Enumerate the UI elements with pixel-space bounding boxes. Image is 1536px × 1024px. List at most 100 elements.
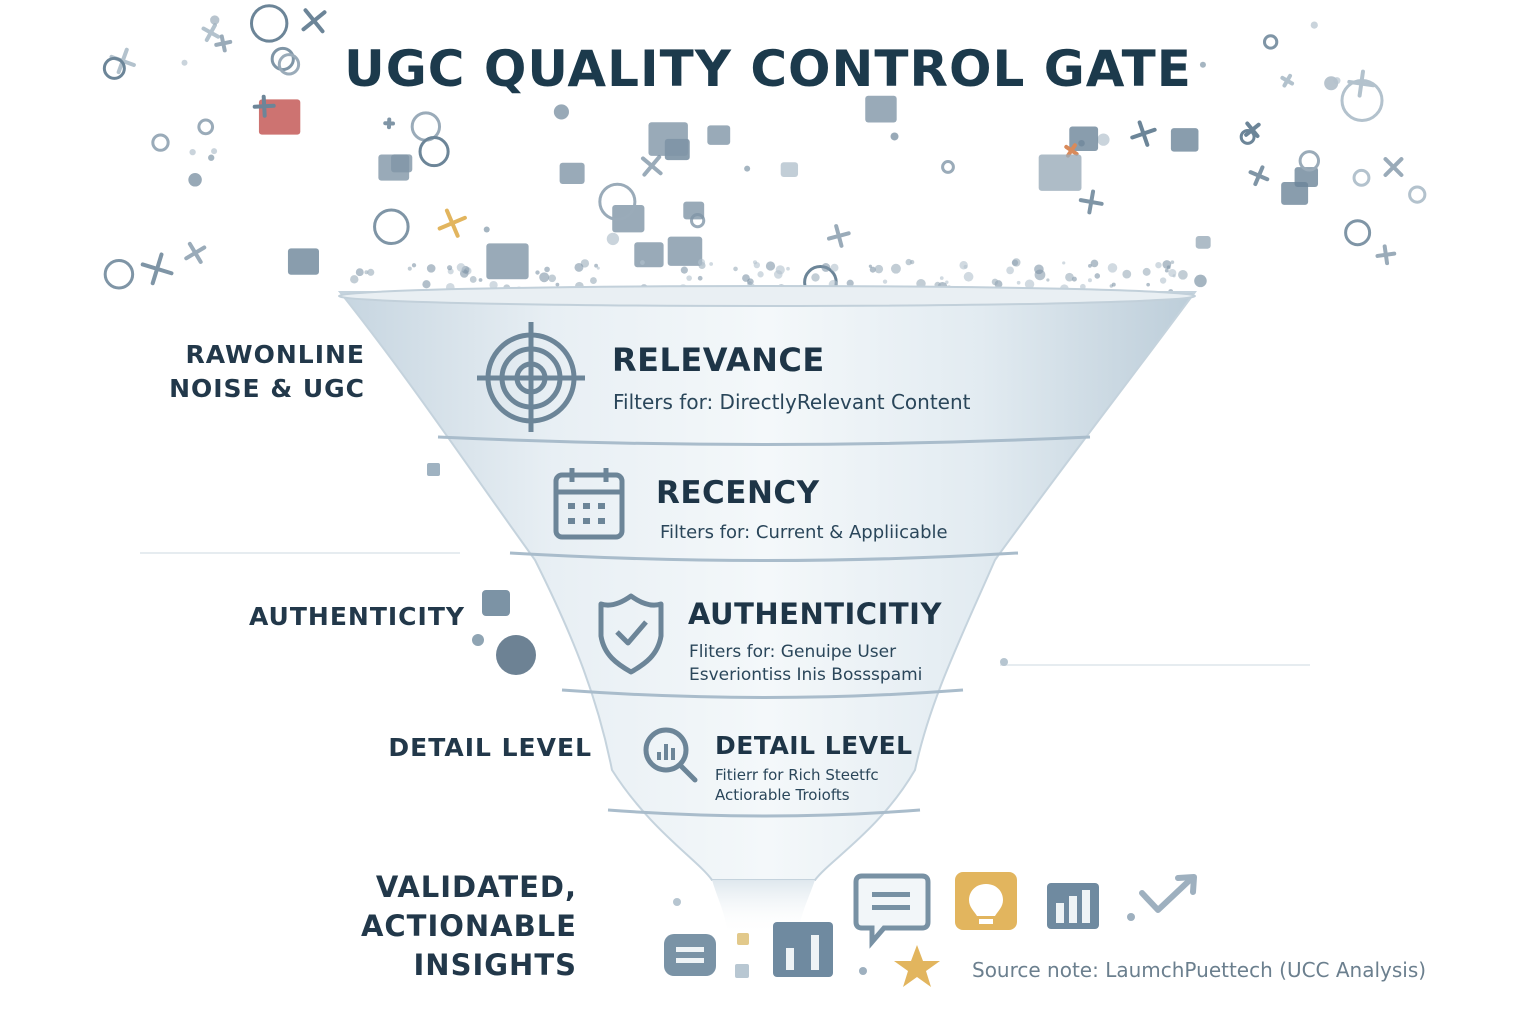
noise-speck-icon	[350, 275, 359, 284]
noise-square-icon	[378, 154, 410, 181]
noise-circle-icon	[1239, 128, 1256, 145]
raw-noise-label: RAWONLINE NOISE & UGC	[150, 338, 365, 406]
noise-dot-icon	[1097, 133, 1110, 146]
funnel-spout	[712, 880, 815, 935]
noise-speck-icon	[555, 282, 560, 287]
noise-speck-icon	[1159, 277, 1167, 284]
noise-speck-icon	[478, 278, 483, 282]
funnel-rim	[338, 285, 1196, 307]
noise-speck-icon	[596, 266, 600, 270]
stage-desc-recency: Filters for: Current & Appliicable	[660, 521, 948, 544]
noise-circle-icon	[410, 111, 442, 142]
small-square-icon	[735, 964, 749, 978]
output-label-line: ACTIONABLE	[360, 909, 577, 943]
noise-cross-icon	[826, 224, 851, 248]
noise-circle-icon	[1340, 78, 1384, 122]
noise-speck-icon	[1094, 273, 1101, 279]
trend-check-icon	[1139, 874, 1197, 913]
authenticity-side-label: AUTHENTICITY	[248, 602, 465, 631]
noise-speck-icon	[590, 277, 597, 284]
noise-speck-icon	[709, 262, 714, 266]
noise-circle-icon	[250, 4, 289, 43]
stage-desc-line: Filters for: Current & Appliicable	[660, 522, 948, 543]
noise-square-icon	[486, 243, 529, 280]
noise-cross-icon	[252, 94, 276, 118]
noise-speck-icon	[548, 274, 557, 283]
noise-speck-icon	[1172, 274, 1176, 278]
noise-speck-icon	[407, 266, 412, 271]
noise-cross-icon	[301, 8, 327, 34]
noise-square-icon	[612, 205, 645, 233]
noise-circle-icon	[1298, 150, 1321, 172]
noise-speck-icon	[1088, 263, 1092, 268]
noise-square-icon	[1294, 167, 1319, 187]
noise-circle-icon	[1408, 185, 1427, 204]
noise-speck-icon	[574, 262, 584, 272]
noise-speck-icon	[959, 261, 968, 270]
noise-dot-icon	[606, 232, 620, 246]
column-chart-icon	[1047, 883, 1099, 929]
noise-cross-icon	[1383, 157, 1404, 178]
noise-cross-icon	[1064, 143, 1079, 158]
noise-speck-icon	[680, 266, 688, 274]
noise-cross-icon	[1244, 121, 1261, 139]
stage-desc-line: Actiorable Troiofts	[715, 786, 850, 804]
noise-speck-icon	[1164, 268, 1169, 273]
stage-title-authenticity: AUTHENTICITIY	[688, 597, 942, 631]
noise-square-icon	[634, 242, 664, 268]
noise-dot-icon	[744, 165, 751, 172]
noise-dot-icon	[890, 132, 899, 141]
noise-speck-icon	[905, 258, 912, 266]
noise-dot-icon	[211, 148, 218, 155]
noise-speck-icon	[1142, 267, 1151, 276]
noise-speck-icon	[469, 276, 477, 283]
noise-speck-icon	[1065, 272, 1074, 282]
magnifier-chart-icon	[643, 727, 698, 783]
noise-speck-icon	[1012, 258, 1021, 267]
noise-circle-icon	[373, 208, 410, 246]
noise-speck-icon	[775, 265, 785, 275]
noise-cross-icon	[184, 241, 207, 264]
noise-speck-icon	[1090, 259, 1099, 268]
noise-speck-icon	[697, 275, 703, 281]
dot-icon	[673, 898, 681, 906]
noise-speck-icon	[874, 264, 884, 274]
noise-speck-icon	[830, 263, 839, 272]
noise-speck-icon	[846, 279, 854, 287]
noise-dot-icon	[553, 104, 569, 120]
noise-speck-icon	[367, 268, 375, 276]
noise-dot-icon	[210, 15, 220, 25]
source-note: Source note: LaumchPuettech (UCC Analysi…	[972, 958, 1427, 982]
dot-icon	[1127, 913, 1135, 921]
noise-speck-icon	[698, 258, 706, 266]
detail-side-label: DETAIL LEVEL	[388, 733, 592, 762]
noise-square-icon	[648, 122, 688, 156]
noise-cross-icon	[1078, 189, 1104, 215]
noise-cross-icon	[437, 208, 467, 238]
noise-speck-icon	[1170, 260, 1175, 264]
stage-desc-detail: Fitierr for Rich Steetfc Actiorable Troi…	[715, 765, 879, 805]
noise-speck-icon	[364, 270, 369, 275]
noise-circle-icon	[1262, 34, 1279, 50]
noise-cross-icon	[1248, 165, 1270, 187]
noise-speck-icon	[535, 270, 540, 275]
stage-title-relevance: RELEVANCE	[612, 341, 825, 379]
noise-cross-icon	[1280, 73, 1295, 88]
noise-speck-icon	[821, 263, 831, 272]
stage-title-detail: DETAIL LEVEL	[715, 731, 913, 760]
noise-speck-icon	[753, 261, 760, 269]
noise-dot-icon	[1310, 21, 1318, 29]
noise-speck-icon	[765, 261, 776, 271]
stage-desc-line: Filters for: DirectlyRelevant Content	[613, 390, 971, 414]
noise-circle-icon	[1352, 168, 1371, 187]
noise-speck-icon	[882, 279, 888, 284]
dot-icon	[859, 967, 867, 975]
funnel-dividers	[437, 435, 1091, 818]
bar-chart-icon	[773, 922, 833, 977]
output-label-line: INSIGHTS	[413, 948, 577, 982]
target-icon	[477, 322, 585, 432]
stage-title-recency: RECENCY	[656, 475, 820, 511]
noise-speck-icon	[1046, 278, 1050, 282]
noise-circle-icon	[1344, 219, 1372, 247]
